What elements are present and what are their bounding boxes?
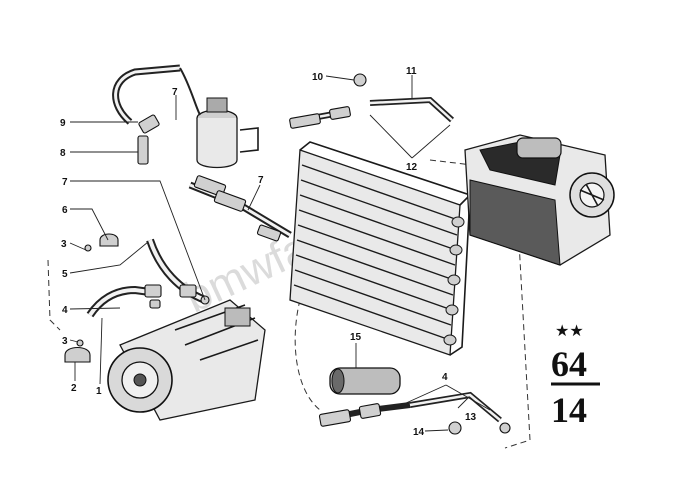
callout-9: 9 <box>60 118 66 129</box>
callout-7-top: 7 <box>172 87 178 98</box>
callout-14: 14 <box>413 427 425 438</box>
leader-lines <box>69 75 491 432</box>
compressor <box>107 299 266 421</box>
hose-sleeve <box>329 367 401 395</box>
callout-1: 1 <box>96 386 102 397</box>
badge-stars: ★★ <box>555 321 584 340</box>
callout-7-left: 7 <box>62 177 68 188</box>
callout-7-mid: 7 <box>258 175 264 186</box>
callout-2: 2 <box>71 383 77 394</box>
callout-10: 10 <box>312 72 324 83</box>
callout-5: 5 <box>62 269 68 280</box>
callout-15: 15 <box>350 332 362 343</box>
condenser <box>289 141 472 356</box>
callout-6: 6 <box>62 205 68 216</box>
callout-3-lower: 3 <box>62 336 68 347</box>
evaporator-housing <box>464 134 615 266</box>
callout-13: 13 <box>465 412 477 423</box>
callout-4-left: 4 <box>62 305 68 316</box>
badge-main-group: 64 <box>551 344 587 384</box>
callout-11: 11 <box>406 66 417 77</box>
fittings <box>137 73 511 435</box>
callout-12: 12 <box>406 162 418 173</box>
clamps <box>64 233 161 363</box>
group-badge: ★★ 64 14 <box>551 321 600 430</box>
callout-labels: 1 2 3 3 4 4 5 6 7 7 7 8 9 10 11 12 13 14… <box>60 66 477 438</box>
callout-8: 8 <box>60 148 66 159</box>
badge-sub-group: 14 <box>551 390 587 430</box>
callout-3-upper: 3 <box>61 239 67 250</box>
receiver-drier <box>196 97 259 169</box>
callout-4-bottom: 4 <box>442 372 448 383</box>
